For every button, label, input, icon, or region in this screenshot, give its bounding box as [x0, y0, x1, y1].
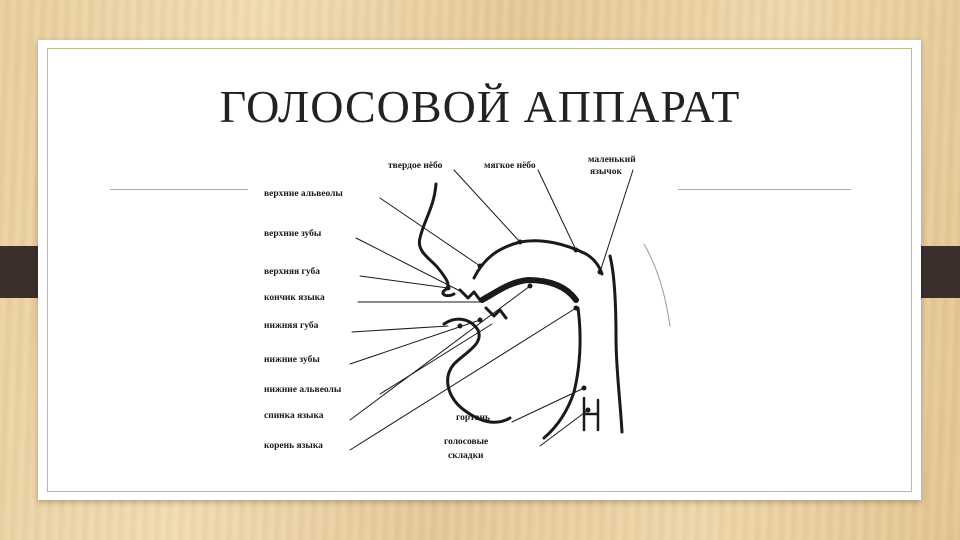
label-vocal-folds-line1: голосовые: [444, 437, 488, 447]
point-soft-palate: [573, 247, 579, 253]
label-lower-alveoli: нижние альвеолы: [264, 385, 342, 395]
vocal-folds: [582, 396, 600, 432]
upper-face-outline: [417, 182, 456, 298]
point-upper-alveoli: [477, 263, 483, 269]
lower-teeth: [484, 306, 508, 320]
leader-hard-palate: [453, 169, 521, 243]
point-hard-palate: [517, 239, 523, 245]
label-tongue-tip: кончик языка: [264, 293, 325, 303]
label-upper-lip: верхняя губа: [264, 266, 320, 277]
pharynx-back-wall: [608, 254, 624, 434]
front-throat: [542, 306, 582, 440]
title-rule-left: [110, 189, 250, 190]
point-tongue-back: [527, 283, 533, 289]
label-upper-teeth: верхние зубы: [264, 228, 322, 239]
label-soft-palate: мягкое нёбо: [484, 160, 536, 171]
label-uvula-line1: маленький: [588, 154, 636, 165]
leader-tongue-back: [349, 285, 531, 421]
point-lower-teeth: [477, 317, 483, 323]
label-lower-lip: нижняя губа: [264, 320, 319, 331]
leader-larynx: [511, 387, 585, 423]
point-uvula: [597, 269, 603, 275]
leader-soft-palate: [537, 169, 577, 251]
point-vocal-folds: [585, 407, 591, 413]
palate-outline: [472, 239, 604, 280]
leader-lower-lip: [351, 325, 449, 333]
point-tongue-root: [573, 305, 579, 311]
lower-lip-chin: [442, 317, 512, 424]
slide-title: ГОЛОСОВОЙ АППАРАТ: [219, 81, 741, 132]
leader-uvula: [599, 169, 634, 273]
point-lower-lip: [457, 323, 463, 329]
point-upper-lip: [445, 285, 451, 291]
label-tongue-root: корень языка: [264, 441, 323, 451]
upper-teeth: [458, 288, 482, 302]
leader-tongue-root: [349, 307, 577, 451]
label-lower-teeth: нижние зубы: [264, 354, 320, 365]
label-vocal-folds-line2: складки: [448, 451, 484, 461]
label-upper-alveoli: верхние альвеолы: [264, 189, 343, 199]
title-rule-right: [676, 189, 851, 190]
cheek-line: [643, 243, 671, 327]
leader-upper-teeth: [355, 237, 463, 293]
leader-lower-alveoli: [379, 323, 493, 395]
label-hard-palate: твердое нёбо: [388, 160, 443, 171]
vocal-apparatus-diagram: твердое нёбо мягкое нёбо маленький язычо…: [248, 148, 678, 488]
leader-upper-alveoli: [379, 197, 481, 267]
leader-vocal-folds: [539, 409, 589, 447]
label-tongue-back: спинка языка: [264, 411, 324, 421]
label-uvula-line2: язычок: [590, 167, 622, 177]
leader-upper-lip: [359, 275, 449, 289]
point-larynx: [581, 385, 587, 391]
slide-frame: [47, 48, 912, 492]
label-larynx: гортань: [456, 413, 490, 423]
tongue-outline: [479, 277, 579, 303]
vocal-tract-drawing: твердое нёбо мягкое нёбо маленький язычо…: [264, 154, 671, 461]
